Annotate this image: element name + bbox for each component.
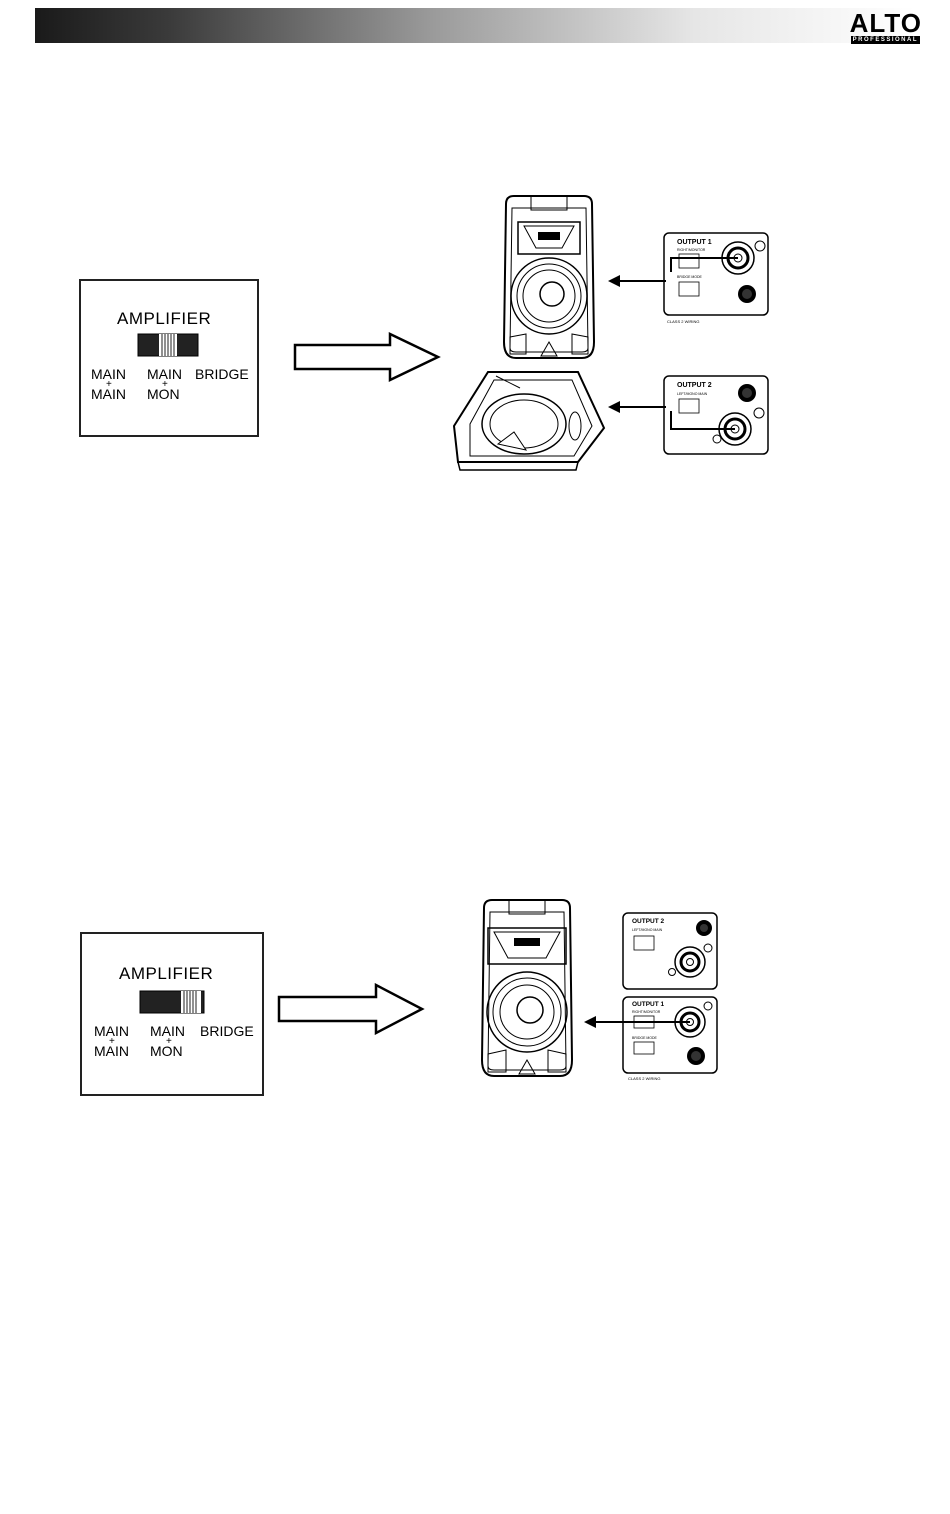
amplifier-switch-diagram-2: AMPLIFIER MAIN + MAIN MAIN + MON BRIDGE	[80, 932, 264, 1096]
output-1-line2: BRIDGE MODE	[677, 275, 702, 279]
brand-name: ALTO	[850, 10, 922, 36]
big-arrow-right-icon	[292, 332, 442, 382]
brand-logo: ALTO PROFESSIONAL	[826, 10, 922, 44]
label-main-mon-bottom: MON	[150, 1044, 183, 1059]
amplifier-title: AMPLIFIER	[117, 309, 211, 329]
output-1-footer: CLASS 2 WIRING	[628, 1076, 660, 1081]
output-1-panel: OUTPUT 1 RIGHT/MONITOR BRIDGE MODE CLASS…	[663, 232, 769, 316]
brand-subtitle: PROFESSIONAL	[851, 36, 920, 44]
output-2-line1: LEFT/MONO MAIN	[632, 928, 662, 932]
label-main-mon-bottom: MON	[147, 387, 180, 402]
amplifier-title: AMPLIFIER	[119, 964, 213, 984]
header-gradient-bar	[35, 8, 915, 43]
monitor-speaker-illustration	[450, 366, 610, 474]
label-bridge: BRIDGE	[195, 367, 249, 382]
bridged-speaker-illustration	[474, 896, 580, 1082]
arrow-left-icon	[584, 1015, 692, 1029]
output-1-footer: CLASS 2 WIRING	[667, 319, 699, 324]
output-1-title: OUTPUT 1	[632, 1001, 664, 1008]
label-bridge: BRIDGE	[200, 1024, 254, 1039]
output-2-title: OUTPUT 2	[677, 382, 712, 389]
label-main-main-bottom: MAIN	[94, 1044, 129, 1059]
switch-slider	[139, 990, 205, 1014]
arrow-left-icon	[608, 400, 668, 414]
arrow-left-icon	[608, 274, 668, 288]
output-2-panel: OUTPUT 2 LEFT/MONO MAIN	[663, 375, 769, 455]
amplifier-switch-diagram-1: AMPLIFIER MAIN + MAIN MAIN + MON BRIDGE	[79, 279, 259, 437]
output-1-line1: RIGHT/MONITOR	[632, 1010, 660, 1014]
output-1-panel: OUTPUT 1 RIGHT/MONITOR BRIDGE MODE CLASS…	[622, 996, 718, 1074]
output-1-line2: BRIDGE MODE	[632, 1036, 657, 1040]
label-main-main-bottom: MAIN	[91, 387, 126, 402]
big-arrow-right-icon	[276, 983, 426, 1035]
output-2-panel: OUTPUT 2 LEFT/MONO MAIN	[622, 912, 718, 990]
output-1-line1: RIGHT/MONITOR	[677, 248, 705, 252]
output-1-title: OUTPUT 1	[677, 239, 712, 246]
output-2-title: OUTPUT 2	[632, 918, 664, 925]
switch-slider	[137, 333, 199, 357]
main-speaker-illustration	[496, 192, 602, 364]
output-2-line1: LEFT/MONO MAIN	[677, 392, 707, 396]
